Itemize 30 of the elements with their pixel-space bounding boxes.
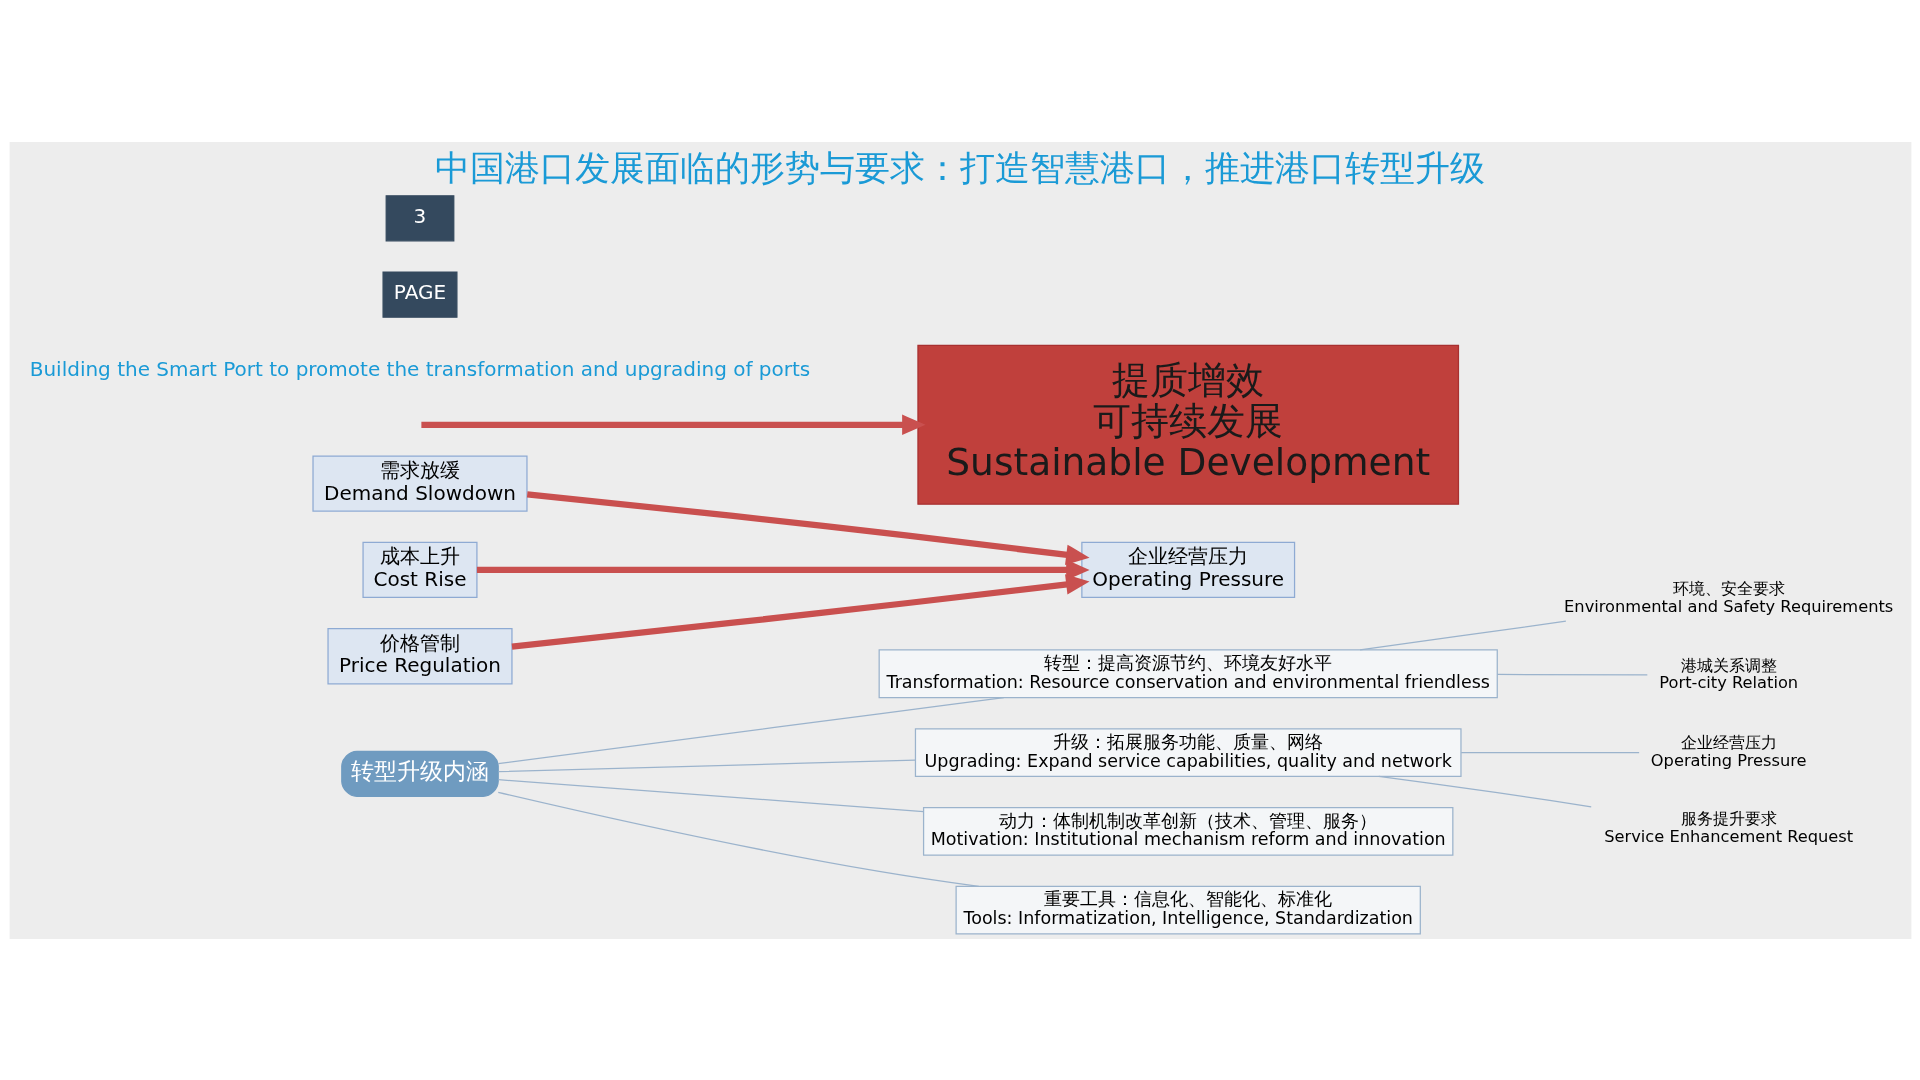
connector [1377,775,1592,807]
label: 3 [413,203,426,228]
diagram-title: 中国港口发展面临的形势与要求：打造智慧港口，推进港口转型升级 [435,146,1485,188]
arrow [420,414,926,435]
arrow [476,559,1090,580]
connector [497,791,979,887]
label: Building the Smart Port to promote the transformation and upgrading of ports [29,356,810,381]
arrow [526,490,1090,565]
node-box: 动力：体制机制改革创新（技术、管理、服务） Motivation: Institutional mechanism reform and innovation [922,806,1453,856]
node-box: 企业经营压力 Operating Pressure [1080,541,1295,598]
connector [497,778,924,812]
node-text: 环境、安全要求 Environmental and Safety Requirements [1563,578,1893,616]
connector [1460,751,1640,753]
node-box: 转型：提高资源节约、环境友好水平 Transformation: Resource conservation and environmental friendless [878,648,1498,698]
connector [497,759,916,772]
node-box: 成本上升 Cost Rise [361,541,478,598]
label: PAGE [393,279,446,304]
node-box: 升级：拓展服务功能、质量、网络 Upgrading: Expand service capabilities, quality and network [914,727,1462,777]
arrow [511,573,1090,650]
node-box: 价格管制 Price Regulation [326,627,513,684]
connector [1358,620,1566,651]
node-text: 服务提升要求 Service Enhancement Request [1603,808,1853,846]
node-box: 转型升级内涵 [340,750,499,797]
connector [1496,673,1648,675]
node-box: 重要工具：信息化、智能化、标准化 Tools: Informatization, Intelligence, Standardization [955,885,1421,935]
node-box: 提质增效 可持续发展 Sustainable Development [916,344,1459,505]
node-text: 企业经营压力 Operating Pressure [1650,732,1807,770]
connector [497,696,1004,764]
node-box: 需求放缓 Demand Slowdown [311,454,528,512]
node-text: 港城关系调整 Port-city Relation [1658,655,1798,692]
